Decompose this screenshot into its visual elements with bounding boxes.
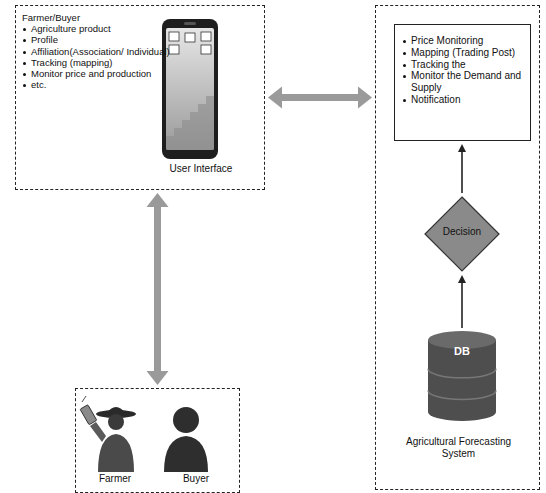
bullet-dot: [403, 75, 406, 78]
bullet-dot: [23, 73, 26, 76]
text: DB: [454, 345, 470, 357]
text: Monitor the Demand and Supply: [411, 70, 521, 93]
users-panel: Farmer Buyer: [75, 388, 240, 493]
bullet-dot: [23, 28, 26, 31]
text: User Interface: [170, 163, 233, 174]
bullet-dot: [403, 40, 406, 43]
bullet-dot: [23, 84, 26, 87]
text: Mapping (Trading Post): [411, 47, 515, 58]
text-group: Agricultural Forecasting System: [396, 436, 521, 460]
text: Farmer: [99, 473, 131, 484]
bullet-dot: [403, 52, 406, 55]
bullet-item: Monitor price and production: [22, 68, 172, 79]
bullet-dot: [403, 99, 406, 102]
forecasting-system-panel: Agricultural Forecasting System Price Mon…: [375, 5, 540, 490]
text: Tracking (mapping): [31, 57, 112, 68]
text-group: Price MonitoringMapping (Trading Post)Tr…: [402, 35, 526, 106]
connector-arrow: [268, 87, 372, 109]
connector-arrow: [458, 144, 466, 193]
text: Monitor price and production: [31, 68, 151, 79]
bullet-item: Price Monitoring: [402, 35, 526, 47]
text: Agricultural Forecasting System: [406, 436, 511, 459]
decision-diamond: Decision: [424, 196, 500, 272]
text-group: Buyer: [166, 473, 226, 485]
text-group: User Interface: [156, 163, 246, 175]
bullet-item: Mapping (Trading Post): [402, 47, 526, 59]
text-group: Farmer/BuyerAgriculture productProfileAf…: [22, 12, 172, 90]
text: Decision: [443, 226, 481, 237]
text: etc.: [31, 79, 46, 90]
label-text: Farmer: [80, 473, 150, 485]
connector-arrow: [147, 193, 169, 385]
text: Agriculture product: [31, 23, 111, 34]
text: Price Monitoring: [411, 35, 483, 46]
connector-arrow: [458, 275, 466, 328]
bullet-item: Tracking the: [402, 59, 526, 71]
bullet-item: Tracking (mapping): [22, 57, 172, 68]
bullet-item: etc.: [22, 79, 172, 90]
people-illustration: [78, 392, 228, 474]
cylinder-outline: [427, 331, 497, 421]
text: Buyer: [183, 473, 209, 484]
database-cylinder: DB: [427, 331, 497, 421]
bullet-item: Profile: [22, 34, 172, 45]
text-group: Decision: [424, 226, 500, 238]
text: Farmer/Buyer: [22, 12, 80, 23]
bullet-dot: [403, 64, 406, 67]
bullet-item: Agriculture product: [22, 23, 172, 34]
text-group: Farmer: [80, 473, 150, 485]
bullet-dot: [23, 51, 26, 54]
label-text: Buyer: [166, 473, 226, 485]
label-text: User Interface: [156, 163, 246, 175]
user-interface-panel: Farmer/BuyerAgriculture productProfileAf…: [15, 5, 265, 190]
text: Affiliation(Association/ Individual): [31, 46, 170, 57]
text-group: DB: [427, 345, 497, 358]
text: Profile: [31, 34, 58, 45]
bullet-dot: [23, 39, 26, 42]
text: Tracking the: [411, 59, 466, 70]
bullet-dot: [23, 62, 26, 65]
label-text: Agricultural Forecasting System: [396, 436, 521, 460]
bullet-item: Monitor the Demand and Supply: [402, 70, 526, 94]
text: Notification: [411, 94, 460, 105]
output-box: Price MonitoringMapping (Trading Post)Tr…: [394, 24, 531, 141]
bullet-item: Affiliation(Association/ Individual): [22, 46, 172, 57]
phone-illustration: [160, 18, 220, 160]
label-text: DB: [427, 345, 497, 358]
bullet-item: Notification: [402, 94, 526, 106]
label-text: Farmer/Buyer: [22, 12, 172, 23]
label-text: Decision: [424, 226, 500, 238]
